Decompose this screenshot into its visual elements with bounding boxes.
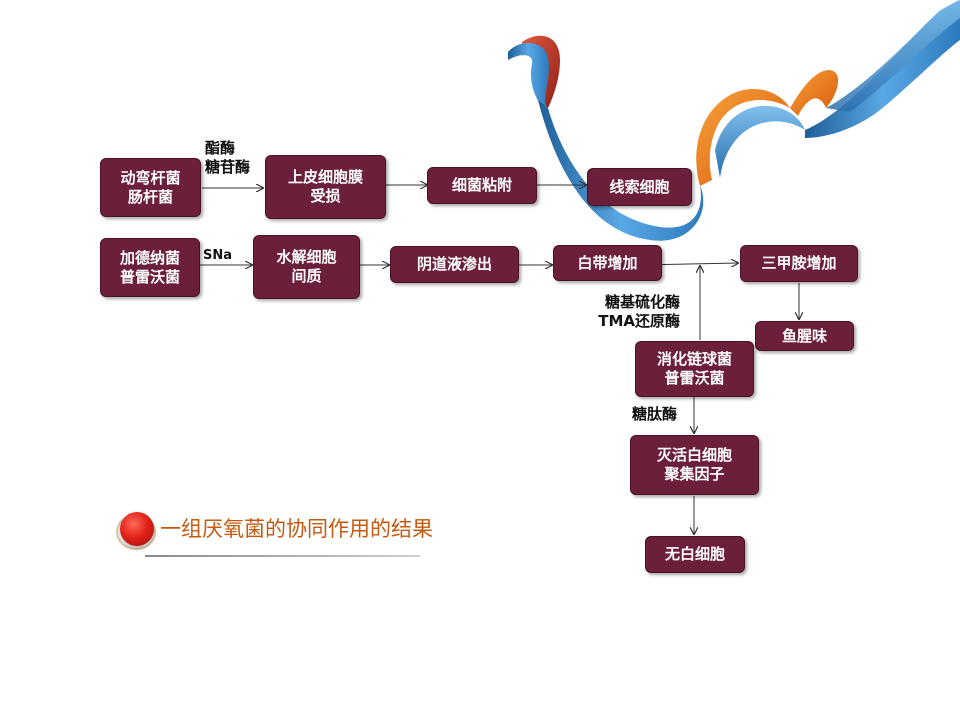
node-hydrolyze-matrix: 水解细胞 间质 — [253, 235, 360, 299]
red-bullet-icon — [120, 512, 154, 546]
edge-label-sulfatase-tma-reductase: 糖基硫化酶 TMA还原酶 — [598, 293, 680, 330]
summary-underline — [145, 555, 420, 557]
edge-label-esterase-glycosidase: 酯酶 糖苷酶 — [205, 139, 251, 176]
node-no-leukocytes: 无白细胞 — [645, 536, 745, 573]
edge-label-sna: SNa — [203, 248, 233, 263]
node-comma-bacteria: 动弯杆菌 肠杆菌 — [100, 158, 201, 217]
node-leukorrhea-increase: 白带增加 — [553, 245, 662, 281]
node-gardnerella: 加德纳菌 普雷沃菌 — [100, 238, 200, 297]
node-fishy-odor: 鱼腥味 — [755, 321, 854, 351]
node-epithelial-damage: 上皮细胞膜 受损 — [265, 155, 386, 219]
node-inactivate-leukocyte-factor: 灭活白细胞 聚集因子 — [630, 435, 759, 495]
node-clue-cells: 线索细胞 — [587, 168, 692, 206]
node-bacterial-adhesion: 细菌粘附 — [427, 167, 537, 204]
node-peptostreptococcus: 消化链球菌 普雷沃菌 — [635, 341, 754, 397]
node-trimethylamine-increase: 三甲胺增加 — [740, 245, 858, 282]
edge-label-glycopeptidase: 糖肽酶 — [632, 405, 678, 423]
node-vaginal-exudate: 阴道液渗出 — [390, 246, 519, 283]
summary-text: 一组厌氧菌的协同作用的结果 — [160, 517, 433, 541]
